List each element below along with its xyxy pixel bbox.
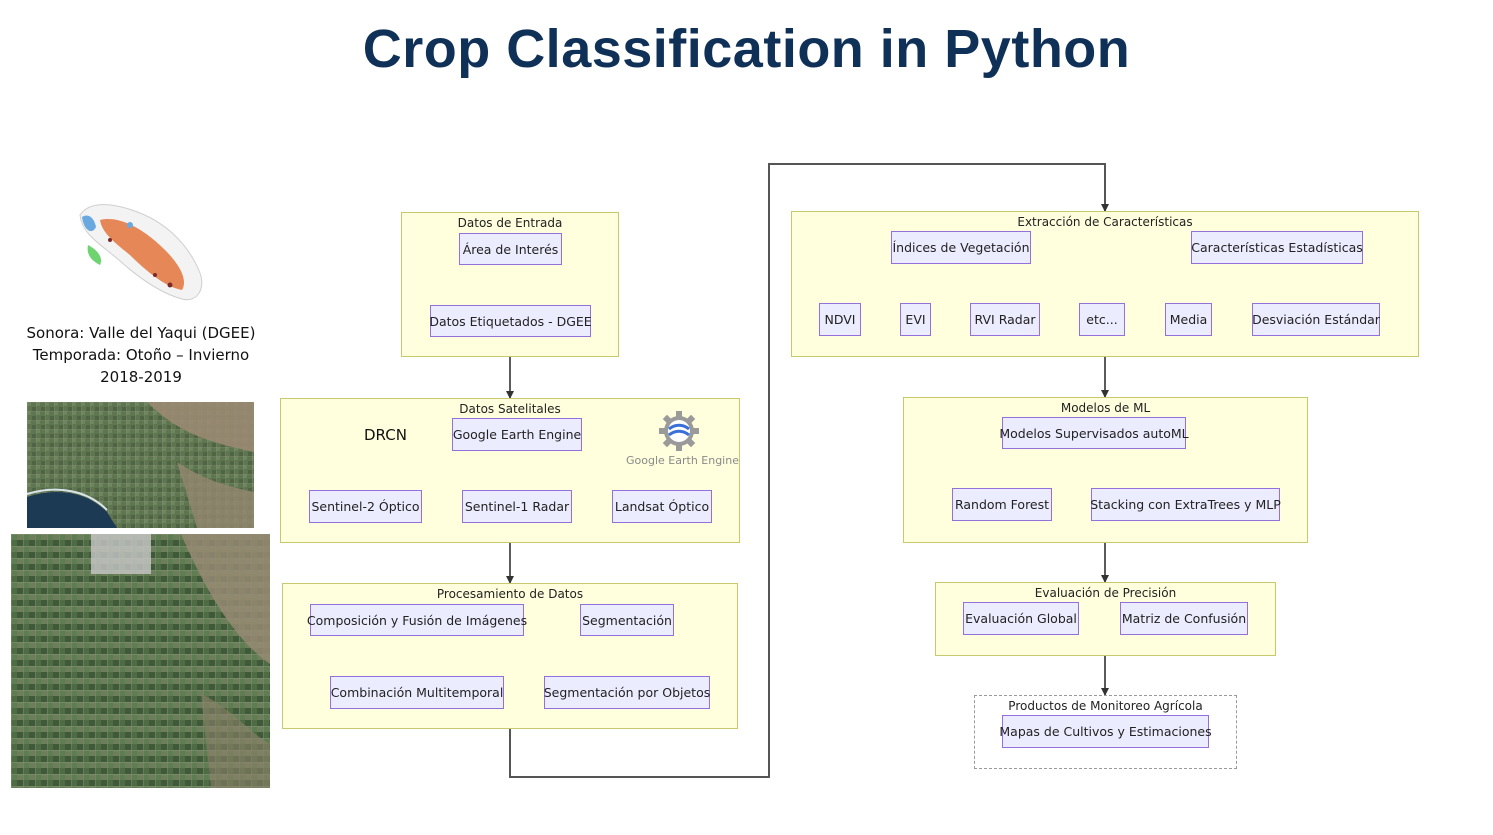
node-segmentacion[interactable]: Segmentación [580, 604, 674, 636]
node-rvi-radar[interactable]: RVI Radar [970, 303, 1040, 336]
satellite-image-coast [27, 402, 254, 528]
connector-left-to-right [509, 163, 1109, 778]
node-media[interactable]: Media [1165, 303, 1212, 336]
page-title: Crop Classification in Python [362, 19, 1131, 79]
drcn-label: DRCN [364, 426, 407, 444]
group-label-modelos: Modelos de ML [1060, 401, 1151, 415]
node-sentinel2[interactable]: Sentinel-2 Óptico [309, 490, 422, 523]
group-label-entrada: Datos de Entrada [457, 216, 563, 230]
node-indices-vegetacion[interactable]: Índices de Vegetación [891, 231, 1031, 264]
node-landsat[interactable]: Landsat Óptico [612, 490, 712, 523]
group-label-evaluacion: Evaluación de Precisión [1034, 586, 1177, 600]
node-ndvi[interactable]: NDVI [819, 303, 861, 336]
sonora-map-image [79, 204, 203, 301]
node-datos-etiquetados[interactable]: Datos Etiquetados - DGEE [429, 305, 592, 337]
group-label-procesamiento: Procesamiento de Datos [436, 587, 584, 601]
google-earth-engine-logo-icon [659, 411, 699, 451]
node-modelos-supervisados[interactable]: Modelos Supervisados autoML [999, 417, 1189, 449]
satellite-image-fields [11, 534, 270, 788]
node-caracteristicas-estadisticas[interactable]: Características Estadísticas [1191, 231, 1363, 264]
gee-logo-text: Google Earth Engine [626, 454, 739, 467]
caption-line-2: Temporada: Otoño – Invierno [32, 346, 250, 364]
node-etc[interactable]: etc... [1079, 303, 1125, 336]
caption-line-3: 2018-2019 [100, 368, 182, 386]
node-sentinel1[interactable]: Sentinel-1 Radar [462, 490, 572, 523]
node-multitemporal[interactable]: Combinación Multitemporal [330, 676, 504, 709]
node-mapas-cultivos[interactable]: Mapas de Cultivos y Estimaciones [999, 715, 1212, 748]
node-segmentacion-objetos[interactable]: Segmentación por Objetos [544, 676, 710, 709]
node-composicion[interactable]: Composición y Fusión de Imágenes [307, 604, 527, 636]
node-random-forest[interactable]: Random Forest [952, 488, 1052, 521]
group-label-productos: Productos de Monitoreo Agrícola [1008, 699, 1203, 713]
node-evi[interactable]: EVI [900, 303, 931, 336]
node-desviacion-estandar[interactable]: Desviación Estándar [1252, 303, 1380, 336]
node-stacking[interactable]: Stacking con ExtraTrees y MLP [1090, 488, 1281, 521]
node-google-earth-engine[interactable]: Google Earth Engine [452, 418, 582, 451]
group-label-extraccion: Extracción de Características [1017, 215, 1193, 229]
node-matriz-confusion[interactable]: Matriz de Confusión [1120, 602, 1248, 635]
group-label-satelitales: Datos Satelitales [459, 402, 561, 416]
caption-line-1: Sonora: Valle del Yaqui (DGEE) [26, 324, 256, 342]
study-area-caption: Sonora: Valle del Yaqui (DGEE) Temporada… [10, 322, 272, 388]
node-evaluacion-global[interactable]: Evaluación Global [963, 602, 1079, 635]
node-area-interes[interactable]: Área de Interés [459, 233, 562, 265]
